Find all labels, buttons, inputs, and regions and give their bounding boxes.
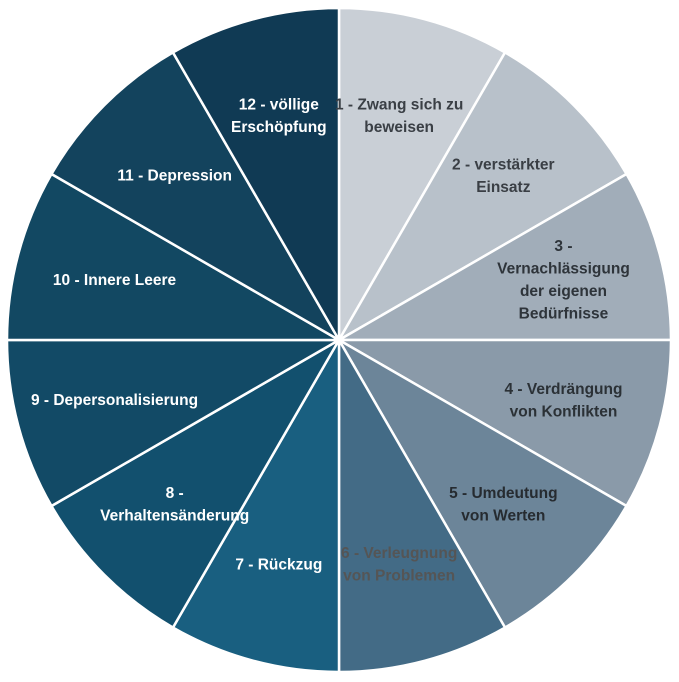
wheel-label-line: Verhaltensänderung [100,508,249,525]
wheel-label-line: von Problemen [343,568,455,585]
wheel-slice-5 [337,338,628,629]
wheel-label-line: 11 - Depression [117,168,232,185]
wheel-slices [5,6,673,674]
wheel-slice-6 [337,338,507,674]
wheel-label-line: Bedürfnisse [519,306,609,323]
wheel-slice-7 [171,338,341,674]
wheel-label-10: 10 - Innere Leere [53,272,177,289]
wheel-label-line: Erschöpfung [231,119,327,136]
wheel-label-line: 9 - Depersonalisierung [31,392,198,409]
wheel-label-line: 7 - Rückzug [235,556,322,573]
wheel-slice-12 [171,6,341,342]
wheel-label-9: 9 - Depersonalisierung [31,392,198,409]
wheel-label-line: 10 - Innere Leere [53,272,177,289]
wheel-label-5: 5 - Umdeutung von Werten [449,485,558,525]
wheel-label-line: 4 - Verdrängung [504,381,622,398]
wheel-label-line: 3 - [554,238,572,255]
wheel-label-line: 6 - Verleugnung [341,545,457,562]
wheel-label-line: von Konflikten [510,403,618,420]
wheel-labels: 1 - Zwang sich zu beweisen 2 - verstärkter… [31,96,630,584]
wheel-label-1: 1 - Zwang sich zu beweisen [335,96,463,136]
wheel-label-line: 8 - [166,485,184,502]
wheel-label-line: 12 - völlige [239,96,319,113]
wheel-label-8: 8 - Verhaltensänderung [100,485,249,525]
wheel-label-4: 4 - Verdrängung von Konflikten [504,381,622,421]
wheel-slice-11 [50,51,341,342]
wheel-slice-4 [337,338,673,508]
wheel-slice-8 [50,338,341,629]
wheel-slice-10 [5,172,341,342]
wheel-label-line: 5 - Umdeutung [449,485,558,502]
wheel-slice-9 [5,338,341,508]
wheel-label-line: Vernachlässigung [497,261,630,278]
wheel-label-7: 7 - Rückzug [235,556,322,573]
wheel-slice-1 [337,6,507,342]
wheel-label-line: 1 - Zwang sich zu [335,96,463,113]
wheel-label-line: der eigenen [520,283,607,300]
wheel-slice-2 [337,51,628,342]
wheel-label-line: 2 - verstärkter [452,156,555,173]
wheel-label-6: 6 - Verleugnung von Problemen [341,545,457,585]
wheel-label-line: beweisen [364,119,434,136]
wheel-label-11: 11 - Depression [117,168,232,185]
wheel-label-line: Einsatz [476,179,531,196]
wheel-slice-3 [337,172,673,342]
wheel-label-line: von Werten [461,508,545,525]
